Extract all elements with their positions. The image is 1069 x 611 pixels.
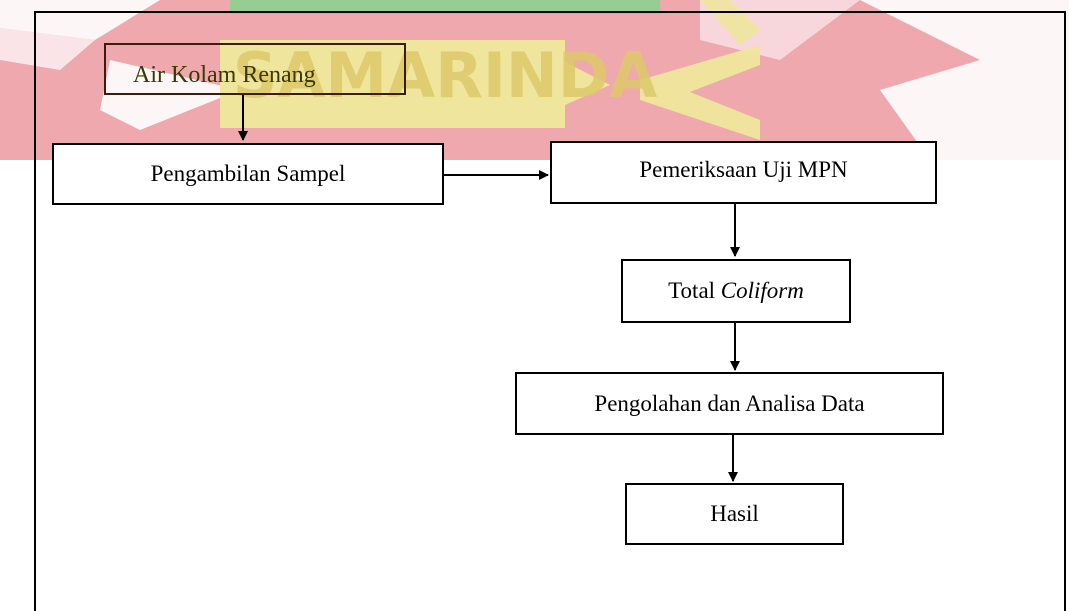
node-air-kolam-renang-label: Air Kolam Renang [133,62,316,88]
samarinda-logo-watermark: SAMARINDA [0,0,1069,160]
node-air-kolam-renang: Air Kolam Renang [104,43,406,95]
node-total-coliform: Total Coliform [621,259,851,323]
node-pengolahan-analisa-data-label: Pengolahan dan Analisa Data [594,390,865,416]
diagram-frame [34,11,1066,611]
node-pemeriksaan-uji-mpn-label: Pemeriksaan Uji MPN [639,157,848,182]
node-pengambilan-sampel: Pengambilan Sampel [52,143,444,205]
watermark-text: SAMARINDA [233,39,657,112]
node-pengambilan-sampel-label: Pengambilan Sampel [150,161,346,186]
node-pemeriksaan-uji-mpn: Pemeriksaan Uji MPN [550,141,937,204]
node-total-coliform-label: Total Coliform [668,278,804,303]
node-pengolahan-analisa-data: Pengolahan dan Analisa Data [515,372,944,435]
node-hasil: Hasil [625,483,844,545]
node-hasil-label: Hasil [710,501,759,526]
